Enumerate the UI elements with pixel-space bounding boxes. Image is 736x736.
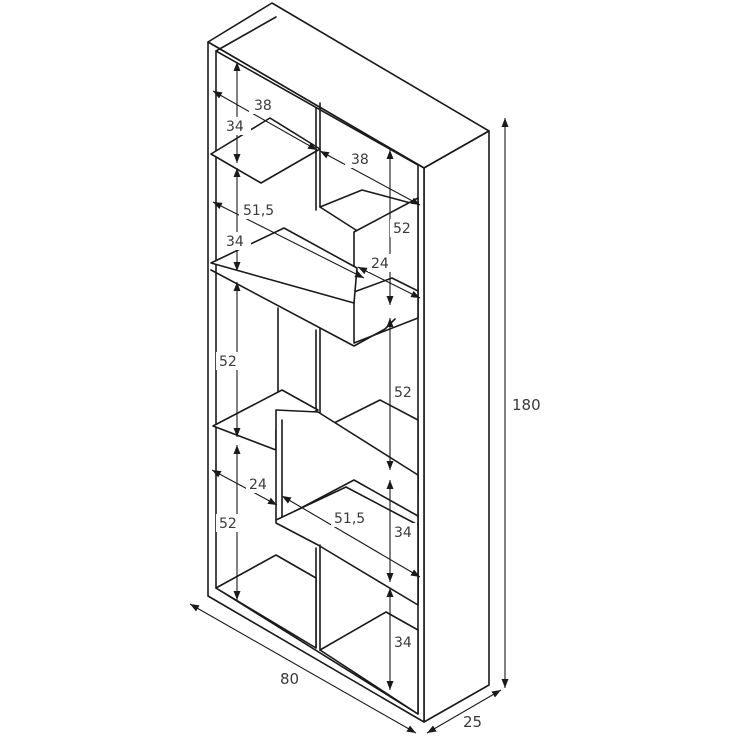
label-upper-mid-depth: 51,5: [243, 203, 274, 219]
label-lower-right-height: 34: [394, 525, 412, 541]
label-width-total: 80: [280, 670, 299, 688]
dim-line-right-box-depth: [357, 266, 421, 299]
label-bottom-right-height: 34: [394, 635, 412, 651]
dim-line-top-right-depth: [319, 150, 421, 206]
label-lower-left-depth: 24: [249, 477, 267, 493]
inner-back-left-edge: [215, 16, 277, 52]
label-top-left-depth: 38: [254, 98, 272, 114]
dim-line-depth-total: [426, 689, 502, 734]
dim-line-lower-left-depth: [211, 469, 278, 506]
dimension-labels: 34 38 38 34 51,5 52 24 52 52 24 52 51,5 …: [216, 96, 541, 731]
label-height-total: 180: [512, 396, 541, 414]
label-top-right-depth: 38: [351, 152, 369, 168]
dim-line-top-left-depth: [212, 90, 318, 151]
label-right-mid-height: 52: [394, 385, 412, 401]
label-right-box-depth: 24: [371, 256, 389, 272]
label-lower-mid-depth: 51,5: [334, 511, 365, 527]
dim-line-lower-mid-depth: [281, 495, 421, 578]
dim-line-width-total: [189, 603, 417, 734]
right-side-panel: [423, 130, 490, 723]
dimension-lines: [189, 62, 509, 734]
label-lower-left-height: 52: [219, 516, 237, 532]
label-depth-total: 25: [463, 713, 482, 731]
label-left-tall-height: 52: [219, 354, 237, 370]
label-top-left-height: 34: [226, 119, 244, 135]
dim-line-upper-mid-depth: [212, 201, 365, 279]
label-upper-mid-height: 34: [226, 234, 244, 250]
label-right-box-height: 52: [393, 221, 411, 237]
